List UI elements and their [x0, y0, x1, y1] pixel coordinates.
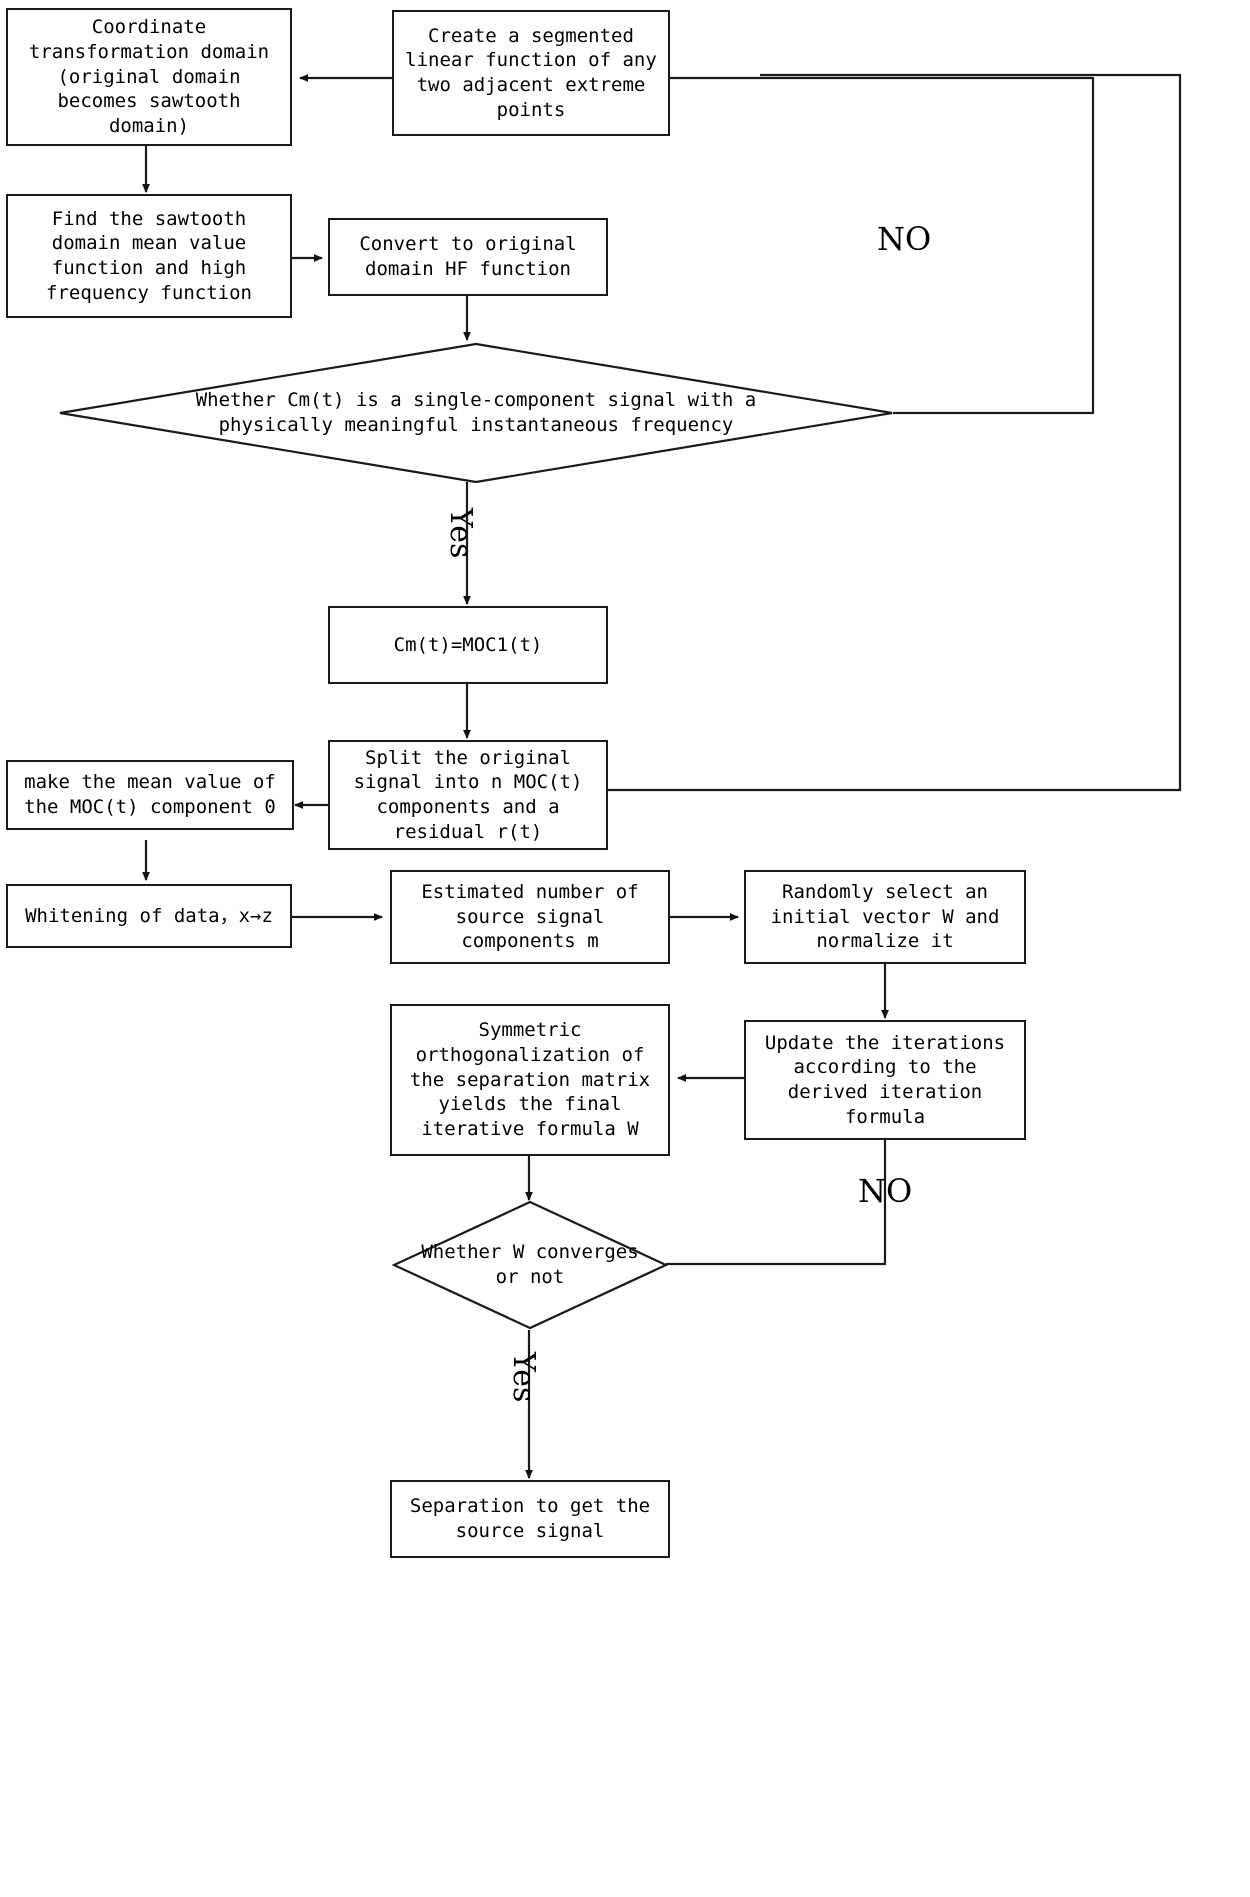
edge-label-no-bottom: NO — [858, 1172, 913, 1210]
node-cm-equals-moc1-label: Cm(t)=MOC1(t) — [393, 633, 543, 656]
node-make-mean-zero[interactable]: make the mean value of the MOC(t) compon… — [6, 760, 294, 830]
node-convert-original[interactable]: Convert to original domain HF function — [328, 218, 608, 296]
node-split-original-label: Split the original signal into n MOC(t) … — [353, 746, 583, 843]
edge-label-no-top: NO — [877, 220, 932, 258]
node-symmetric-orthogonalization[interactable]: Symmetric orthogonalization of the separ… — [390, 1004, 670, 1156]
node-coordinate-transformation-label: Coordinate transformation domain (origin… — [28, 16, 270, 138]
node-decision-single-component[interactable]: Whether Cm(t) is a single-component sign… — [58, 342, 894, 484]
node-estimated-number-label: Estimated number of source signal compon… — [421, 880, 639, 953]
node-update-iterations[interactable]: Update the iterations according to the d… — [744, 1020, 1026, 1140]
node-random-vector-label: Randomly select an initial vector W and … — [770, 880, 1000, 953]
node-make-mean-zero-label: make the mean value of the MOC(t) compon… — [24, 771, 276, 818]
node-random-vector[interactable]: Randomly select an initial vector W and … — [744, 870, 1026, 964]
node-estimated-number[interactable]: Estimated number of source signal compon… — [390, 870, 670, 964]
diamond-shape-2 — [392, 1200, 668, 1330]
node-find-sawtooth-label: Find the sawtooth domain mean value func… — [46, 207, 252, 304]
node-decision-w-converges[interactable]: Whether W converges or not — [392, 1200, 668, 1330]
edge-wdecision-no-loop — [666, 1140, 887, 1266]
node-separation-result[interactable]: Separation to get the source signal — [390, 1480, 670, 1558]
edge-label-yes-top: Yes — [443, 508, 478, 559]
node-decision-single-component-label: Whether Cm(t) is a single-component sign… — [195, 388, 757, 436]
node-find-sawtooth[interactable]: Find the sawtooth domain mean value func… — [6, 194, 292, 318]
node-cm-equals-moc1[interactable]: Cm(t)=MOC1(t) — [328, 606, 608, 684]
node-symmetric-orthogonalization-label: Symmetric orthogonalization of the separ… — [409, 1019, 651, 1141]
node-coordinate-transformation[interactable]: Coordinate transformation domain (origin… — [6, 8, 292, 146]
node-create-segmented-label: Create a segmented linear function of an… — [405, 24, 657, 121]
node-create-segmented[interactable]: Create a segmented linear function of an… — [392, 10, 670, 136]
node-separation-result-label: Separation to get the source signal — [409, 1495, 651, 1542]
node-whitening[interactable]: Whitening of data，x→z — [6, 884, 292, 948]
node-update-iterations-label: Update the iterations according to the d… — [764, 1031, 1006, 1128]
edge-label-yes-bottom: Yes — [506, 1352, 541, 1403]
node-split-original[interactable]: Split the original signal into n MOC(t) … — [328, 740, 608, 850]
node-convert-original-label: Convert to original domain HF function — [359, 233, 577, 280]
node-whitening-label: Whitening of data，x→z — [25, 904, 273, 927]
node-decision-w-converges-label: Whether W converges or not — [421, 1240, 639, 1288]
